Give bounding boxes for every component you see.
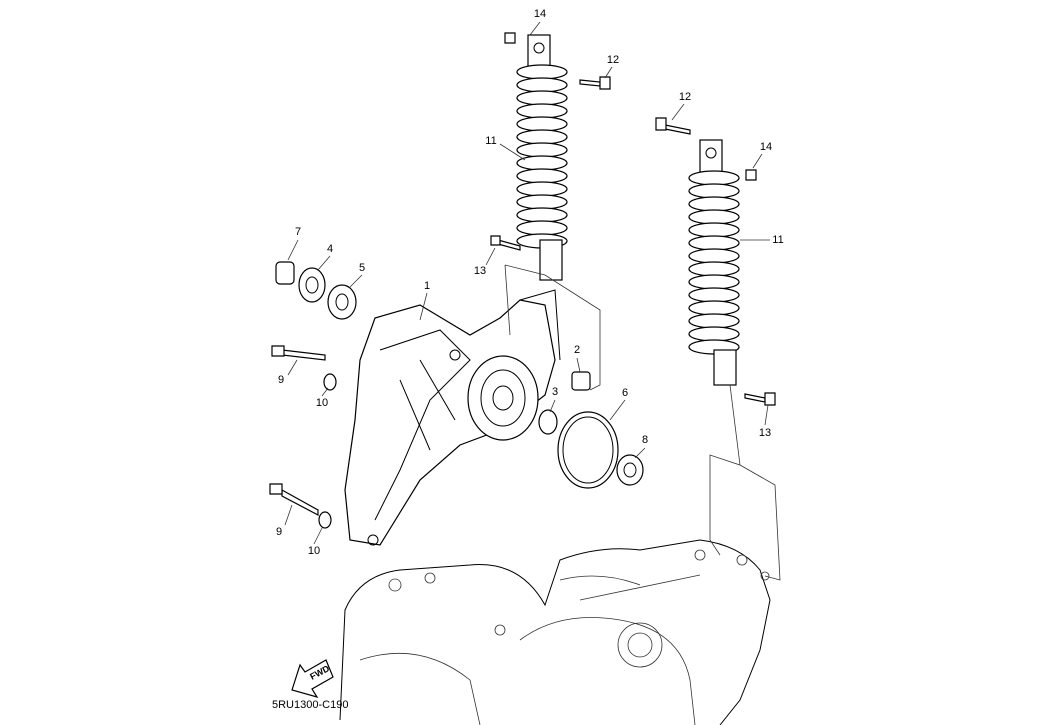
crankcase (339, 539, 771, 725)
spring-coil (516, 207, 568, 223)
callout-12: 12 (678, 91, 692, 103)
spring-coil (688, 248, 740, 264)
spring-coil (516, 116, 568, 132)
spring-coil (688, 235, 740, 251)
spring-coil (688, 326, 740, 342)
spring-coil (688, 209, 740, 225)
diagram-code: 5RU1300-C190 (272, 699, 349, 711)
spring-coil (688, 313, 740, 329)
spring-coil (688, 274, 740, 290)
spring-coil (688, 287, 740, 303)
callout-13: 13 (473, 265, 487, 277)
callout-14: 14 (533, 8, 547, 20)
callout-2: 2 (573, 344, 581, 356)
spring-coil (516, 181, 568, 197)
mounting-guide-lines (504, 264, 781, 581)
callout-13: 13 (758, 427, 772, 439)
spring-coil (516, 64, 568, 80)
callout-7: 7 (294, 226, 302, 238)
spring-coil (688, 170, 740, 186)
spring-coil (688, 261, 740, 277)
fwd-arrow-icon: FWD (291, 659, 334, 698)
callout-11: 11 (485, 135, 497, 147)
callout-3: 3 (551, 386, 559, 398)
spring-coil (516, 168, 568, 184)
spring-coil (516, 90, 568, 106)
spring-coil (516, 220, 568, 236)
spring-coil (688, 196, 740, 212)
callout-9: 9 (277, 374, 285, 386)
callout-11: 11 (772, 234, 784, 246)
part-1-rear-arm (344, 289, 561, 546)
callout-5: 5 (358, 262, 366, 274)
callout-10: 10 (307, 545, 321, 557)
spring-coil (516, 142, 568, 158)
callout-1: 1 (423, 280, 431, 292)
spring-coil (516, 103, 568, 119)
callout-10: 10 (315, 397, 329, 409)
small-parts (269, 32, 776, 529)
spring-coil (688, 222, 740, 238)
spring-coil (516, 194, 568, 210)
leader-lines (284, 21, 770, 545)
spring-coil (516, 155, 568, 171)
callout-6: 6 (621, 387, 629, 399)
callout-12: 12 (606, 54, 620, 66)
spring-coil (688, 300, 740, 316)
callout-4: 4 (326, 243, 334, 255)
callout-14: 14 (759, 141, 773, 153)
part-11-left-shock (516, 34, 568, 281)
spring-coil (516, 77, 568, 93)
callout-9: 9 (275, 526, 283, 538)
callout-8: 8 (641, 434, 649, 446)
spring-coil (516, 129, 568, 145)
part-11-right-shock (688, 139, 740, 386)
spring-coil (688, 183, 740, 199)
